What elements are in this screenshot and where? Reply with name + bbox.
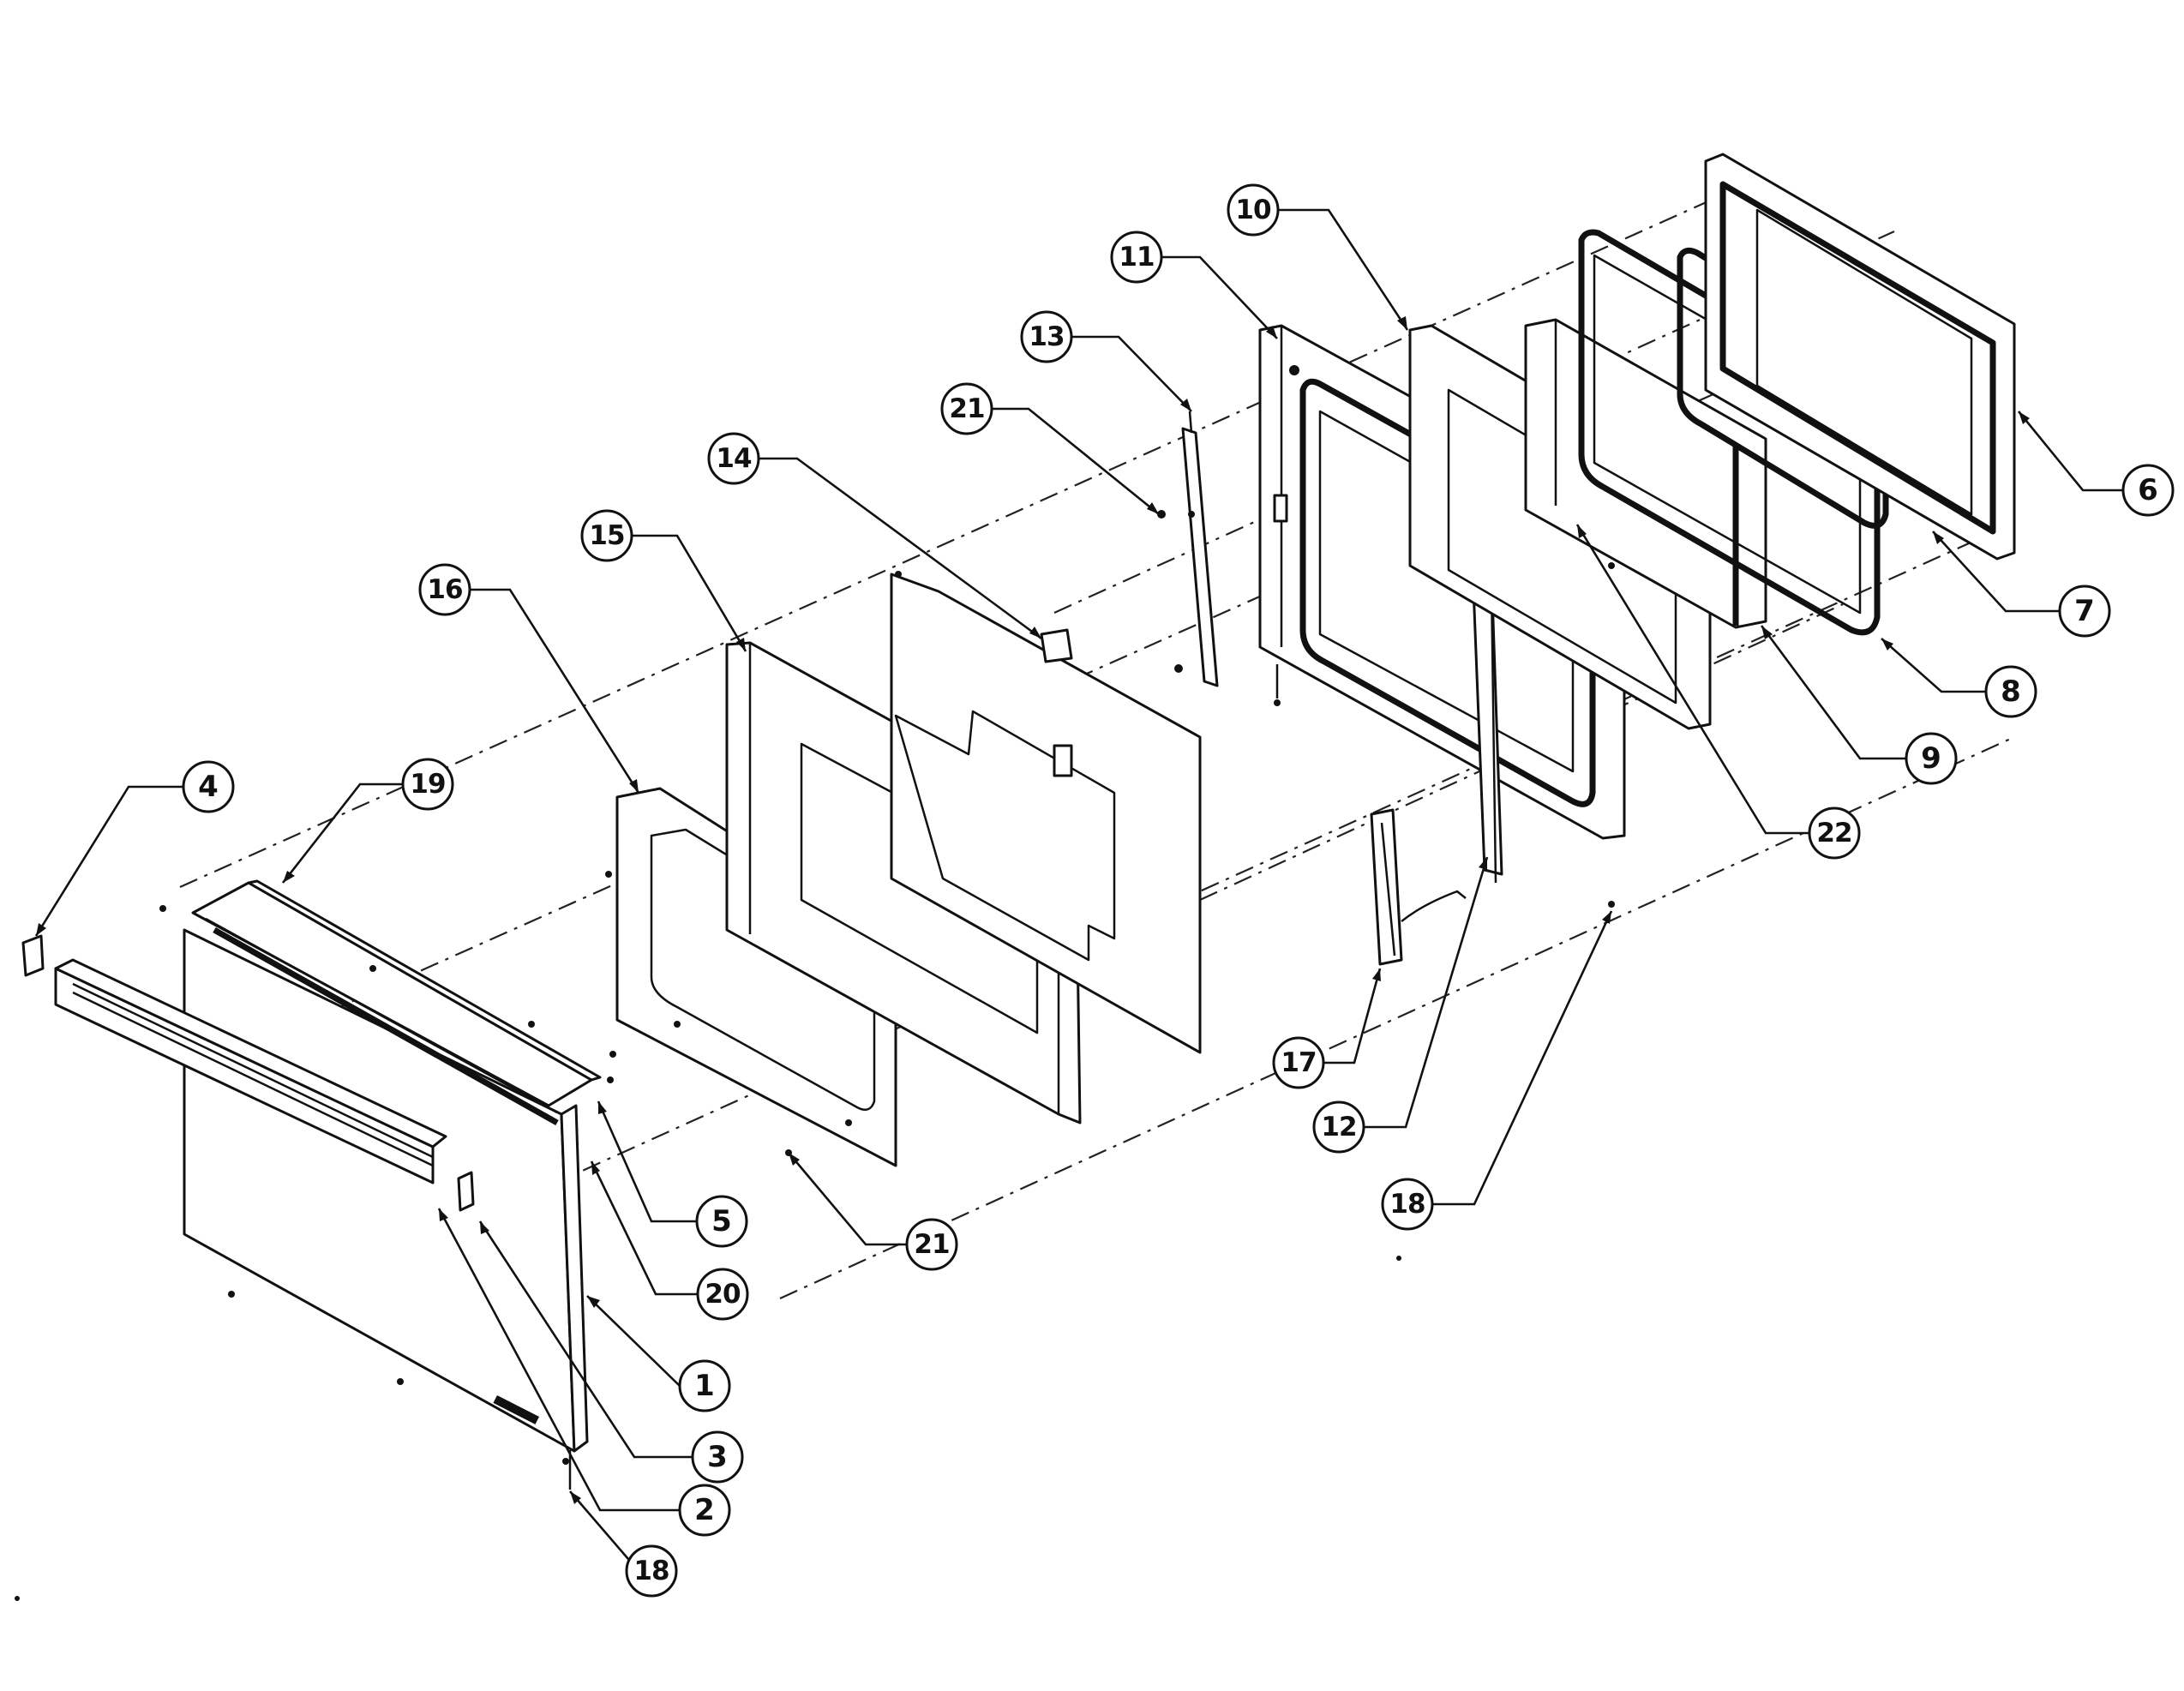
callout-16: 16 — [418, 563, 640, 794]
callout-7: 7 — [1932, 531, 2111, 638]
callout-16-label: 16 — [427, 574, 462, 605]
stray-mark — [15, 1596, 20, 1601]
callout-1-label: 1 — [694, 1369, 715, 1403]
callout-4: 4 — [34, 760, 235, 937]
callout-12-label: 12 — [1321, 1112, 1356, 1142]
callout-6-label: 6 — [2138, 473, 2158, 507]
callout-22: 22 — [1575, 524, 1861, 860]
callout-6: 6 — [2017, 411, 2175, 517]
callout-9: 9 — [1760, 625, 1958, 785]
callout-7-label: 7 — [2074, 594, 2095, 628]
callout-12: 12 — [1312, 856, 1489, 1154]
callout-9-label: 9 — [1921, 741, 1941, 776]
part-6-rear-frame — [1704, 153, 2016, 561]
callout-14-label: 14 — [716, 443, 752, 474]
callout-11: 11 — [1110, 231, 1278, 339]
callouts: 1 2 3 4 5 — [34, 183, 2175, 1598]
callout-5: 5 — [597, 1100, 748, 1248]
callout-10: 10 — [1227, 183, 1409, 331]
callout-17: 17 — [1272, 968, 1382, 1089]
part-13-hinge-bracket — [1157, 411, 1219, 687]
callout-10-label: 10 — [1235, 195, 1271, 225]
callout-21b-label: 21 — [914, 1229, 949, 1260]
callout-2-label: 2 — [694, 1493, 715, 1527]
callout-4-label: 4 — [198, 770, 219, 804]
callout-18a: 18 — [569, 1490, 678, 1598]
callout-13: 13 — [1020, 310, 1192, 412]
callout-21a-label: 21 — [949, 393, 984, 424]
callout-22-label: 22 — [1816, 818, 1851, 848]
part-19-top-trim — [191, 879, 602, 1126]
callout-18a-label: 18 — [633, 1556, 669, 1586]
screws — [159, 511, 1615, 1156]
part-2-handle-rail — [54, 958, 447, 1184]
callout-13-label: 13 — [1029, 321, 1064, 352]
part-7-gasket — [1677, 247, 1889, 529]
callout-2: 2 — [437, 1208, 731, 1537]
part-17-hinge — [1370, 808, 1467, 966]
callout-20-label: 20 — [705, 1279, 741, 1310]
callout-18b: 18 — [1381, 910, 1613, 1231]
part-3-4-end-caps — [21, 934, 475, 1212]
callout-15-label: 15 — [589, 520, 624, 551]
callout-21b: 21 — [788, 1152, 958, 1271]
callout-3: 3 — [478, 1220, 744, 1484]
callout-21a: 21 — [940, 382, 1160, 516]
callout-20: 20 — [590, 1160, 749, 1321]
callout-15: 15 — [580, 509, 747, 652]
stray-mark — [1396, 1256, 1401, 1261]
callout-3-label: 3 — [707, 1440, 728, 1474]
callout-11-label: 11 — [1119, 242, 1154, 273]
callout-19: 19 — [281, 758, 454, 884]
callout-17-label: 17 — [1281, 1047, 1316, 1078]
callout-18b-label: 18 — [1389, 1189, 1425, 1220]
callout-8: 8 — [1881, 638, 2037, 718]
callout-14: 14 — [707, 432, 1042, 640]
callout-5-label: 5 — [711, 1204, 732, 1238]
callout-1: 1 — [586, 1295, 731, 1412]
callout-8-label: 8 — [2001, 675, 2021, 709]
part-9-inner-glass — [1524, 318, 1767, 629]
callout-19-label: 19 — [410, 769, 445, 800]
part-14-door-liner — [890, 571, 1202, 1054]
